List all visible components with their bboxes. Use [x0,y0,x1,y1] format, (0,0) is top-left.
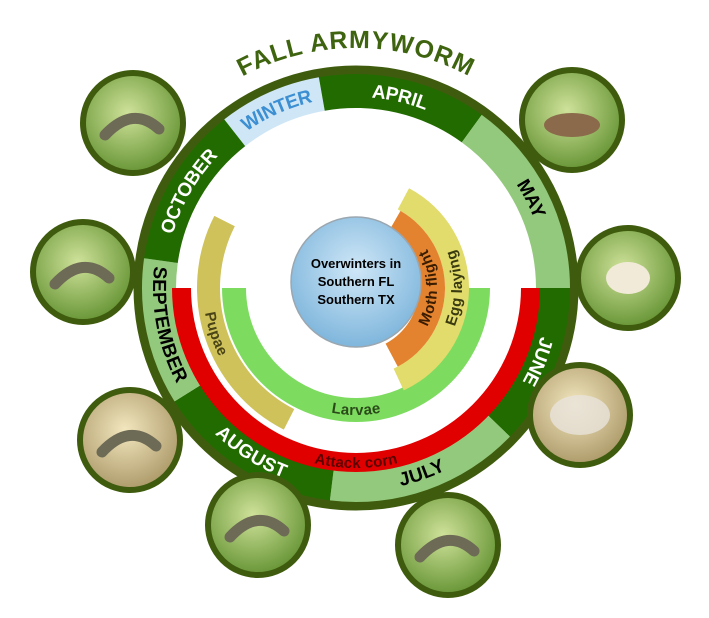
month-segment-winter [224,77,325,147]
photo-moth [519,67,625,173]
photo-larva-september [30,219,136,325]
photo-egg-mass [575,225,681,331]
month-segment-october [144,119,246,263]
stage-arc-moth-flight [385,210,445,367]
center-line-1: Overwinters in [311,256,401,271]
center-overwinter: Overwinters in Southern FL Southern TX [290,216,422,348]
stage-attack-corn: Attack corn [313,450,398,472]
outer-border-ring [133,65,579,511]
photo-hatchlings-june [527,362,633,468]
photo-larva-august [205,472,311,578]
month-segment-june [485,288,570,437]
stage-arc-pupae [197,215,295,430]
stage-arc-attack-corn [172,288,540,472]
month-segment-april [318,74,482,143]
stage-arc-larvae [222,288,490,422]
snow-circle [290,216,422,348]
month-segment-august [174,383,335,501]
stage-arc-egg-laying [393,188,469,391]
photo-larva-july [395,492,501,598]
month-segment-may [461,114,570,288]
month-segment-september [141,258,204,402]
photo-larva-october [80,70,186,176]
center-line-3: Southern TX [317,292,395,307]
photo-larva-in-corn [77,387,183,493]
stage-larvae: Larvae [331,399,382,418]
center-line-2: Southern FL [318,274,395,289]
stage-egg-laying: Egg laying [442,248,466,328]
